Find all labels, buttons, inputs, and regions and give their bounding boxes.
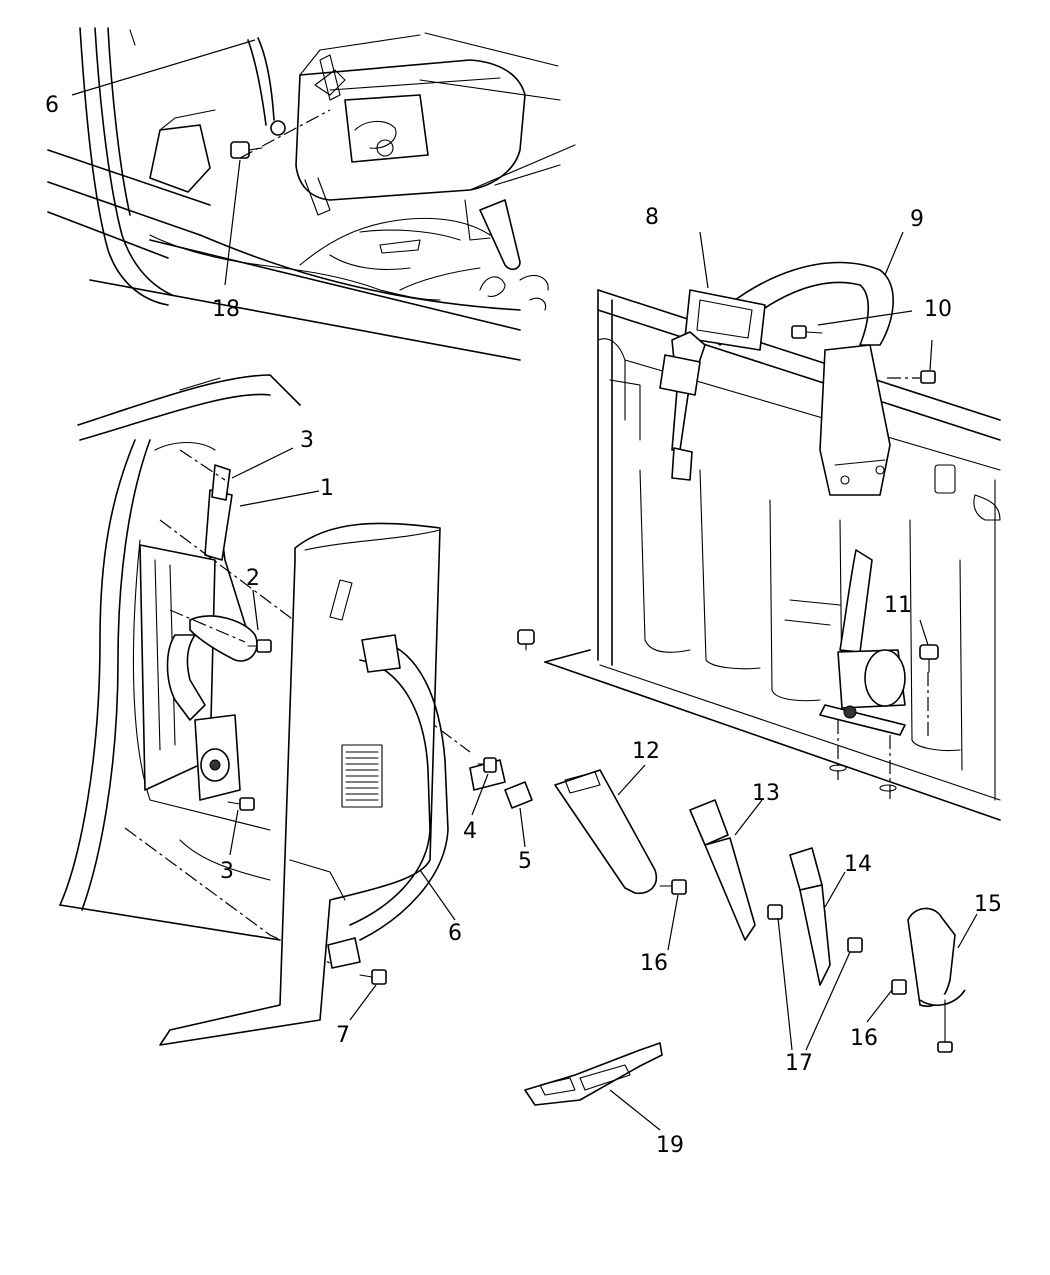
vent-grille-lines — [345, 751, 379, 801]
callout-1: 1 — [320, 476, 334, 501]
bolt-11-icon — [919, 644, 939, 673]
bolt-10-right-icon — [887, 370, 936, 384]
callout-19: 19 — [656, 1133, 684, 1158]
buckle-13-icon — [689, 799, 756, 941]
callout-3-lower: 3 — [220, 859, 234, 884]
callout-16-right: 16 — [850, 1026, 878, 1051]
front-seat-view — [47, 27, 576, 361]
bolt-17-right-icon — [847, 937, 863, 953]
callout-16-left: 16 — [640, 951, 668, 976]
bolt-17-left-icon — [767, 904, 783, 920]
callout-7: 7 — [336, 1023, 350, 1048]
buckle-15-icon — [907, 907, 966, 1053]
buckle-19-icon — [524, 1042, 663, 1106]
leader-lines — [71, 39, 978, 1131]
callout-5: 5 — [518, 849, 532, 874]
callout-labels: 6 18 8 9 10 3 1 2 11 12 13 14 15 3 4 5 6… — [45, 93, 1002, 1158]
callout-13: 13 — [752, 781, 780, 806]
buckle-12-icon — [554, 769, 657, 895]
bolt-3-lower-icon — [227, 797, 255, 811]
callout-18: 18 — [212, 297, 240, 322]
callout-3-upper: 3 — [300, 428, 314, 453]
callout-9: 9 — [910, 207, 924, 232]
bolt-10-left-icon — [791, 325, 823, 339]
bolt-16-left-icon — [659, 879, 687, 895]
rear-cab-wall-view — [517, 261, 1001, 821]
callout-17: 17 — [785, 1051, 813, 1076]
loose-bolt-icon — [517, 629, 535, 651]
bolt-4-icon — [477, 757, 497, 773]
bolt-7-icon — [359, 969, 387, 985]
callout-12: 12 — [632, 739, 660, 764]
callout-15: 15 — [974, 892, 1002, 917]
callout-4: 4 — [463, 819, 477, 844]
bolt-16-right-icon — [891, 979, 907, 995]
callout-6-lower: 6 — [448, 921, 462, 946]
callout-14: 14 — [844, 852, 872, 877]
bolt-18-icon — [230, 120, 286, 159]
bolt-2-icon — [247, 639, 272, 653]
callout-8: 8 — [645, 205, 659, 230]
buckle-14-icon — [789, 847, 831, 986]
callout-10: 10 — [924, 297, 952, 322]
callout-6-top: 6 — [45, 93, 59, 118]
pillar-trim-view — [59, 374, 533, 1046]
callout-11: 11 — [884, 593, 912, 618]
callout-2: 2 — [246, 566, 260, 591]
